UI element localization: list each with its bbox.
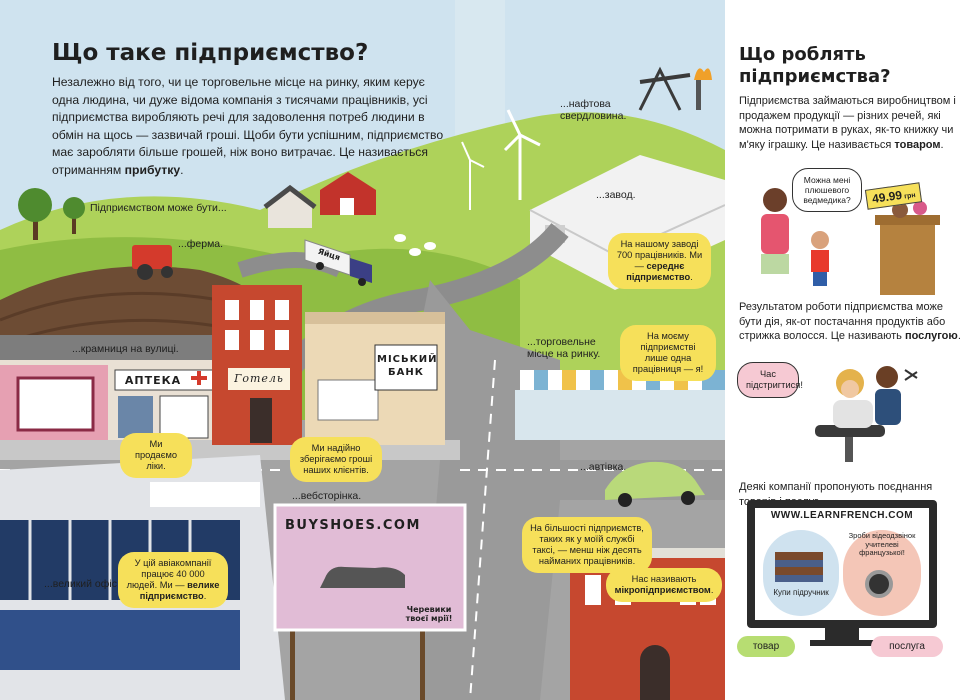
- goods-tag: товар: [737, 636, 795, 657]
- buy-books-label: Купи підручник: [773, 588, 829, 597]
- label-farm: ...ферма.: [178, 238, 224, 250]
- bubble-airline: У цій авіакомпанії працює 40 000 людей. …: [118, 552, 228, 608]
- bubble-market: На моєму підприємстві лише одна працівни…: [620, 325, 716, 381]
- bubble-micro: Нас називають мікропідприємством.: [606, 568, 722, 602]
- monitor-stand: [825, 628, 859, 642]
- wind-turbine: [503, 109, 541, 200]
- goods-paragraph: Підприємства займаються виробництвом і п…: [739, 95, 956, 151]
- hotel-building: [212, 285, 302, 445]
- label-market-stall: ...торговельне місце на ринку.: [527, 336, 601, 360]
- computer-monitor: WWW.LEARNFRENCH.COM Купи підручник Зроби…: [747, 500, 937, 628]
- hairdresser-illustration: [815, 366, 918, 462]
- bubble-pharmacy: Ми продаємо ліки.: [120, 433, 192, 478]
- farmhouse: [263, 184, 317, 228]
- teddy-question-bubble: Можна мені плюшевого ведмедика?: [792, 168, 862, 212]
- intro-profit-term: прибутку: [124, 162, 181, 177]
- bubble-taxi: На більшості підприємств, таких як у мої…: [522, 517, 652, 573]
- sidebar-title: Що роблять підприємства?: [739, 44, 891, 87]
- tree: [18, 188, 52, 240]
- tree: [63, 197, 85, 234]
- bank-building: [305, 312, 445, 445]
- goods-term: товаром: [894, 138, 941, 151]
- label-street-shop: ...крамниця на вулиці.: [72, 343, 179, 355]
- egg-truck: [304, 239, 372, 286]
- label-can-be: Підприємством може бути...: [90, 202, 227, 214]
- bank-sign: МІСЬКИЙ БАНК: [377, 354, 438, 378]
- hotel-sign: Готель: [234, 372, 284, 385]
- page-title: Що таке підприємство?: [52, 40, 369, 66]
- haircut-bubble: Час підстригтися!: [737, 362, 803, 398]
- monitor-base: [810, 640, 874, 646]
- label-taxi: ...автівка.: [580, 461, 627, 473]
- label-big-office: ...великий офіс.: [44, 578, 120, 590]
- sidebar-column: Що роблять підприємства? Підприємства за…: [725, 0, 980, 700]
- pharmacy-sign: АПТЕКА: [124, 374, 182, 387]
- book-stack-icon: [775, 552, 823, 582]
- pharmacy-building: [0, 335, 220, 440]
- billboard: [273, 503, 467, 700]
- webcam-icon: [865, 570, 893, 598]
- billboard-title: BUYSHOES.COM: [285, 518, 421, 533]
- services-term: послугою: [904, 330, 958, 342]
- bubble-bank: Ми надійно зберігаємо гроші наших клієнт…: [290, 437, 382, 482]
- taxi-car: [605, 461, 705, 507]
- tractor: [132, 245, 173, 280]
- toy-shop-illustration: [761, 188, 940, 295]
- label-oil-well: ...нафтова свердловина.: [560, 98, 627, 122]
- service-tag: послуга: [871, 636, 943, 657]
- billboard-slogan: Черевики твоєї мрії!: [405, 605, 453, 623]
- intro-paragraph: Незалежно від того, чи це торговельне мі…: [52, 75, 444, 177]
- sheep: [394, 234, 436, 256]
- video-call-label: Зроби відеодзвінок учителеві французької…: [848, 531, 916, 557]
- bubble-factory: На нашому заводі 700 працівників. Ми — с…: [608, 233, 711, 289]
- services-paragraph: Результатом роботи підприємства може бут…: [739, 301, 961, 342]
- monitor-url: WWW.LEARNFRENCH.COM: [770, 510, 914, 521]
- oil-well: [638, 66, 712, 111]
- wind-turbine: [461, 141, 485, 210]
- farm-barn: [320, 172, 376, 215]
- label-factory: ...завод.: [596, 189, 636, 201]
- label-website: ...вебсторінка.: [292, 490, 362, 502]
